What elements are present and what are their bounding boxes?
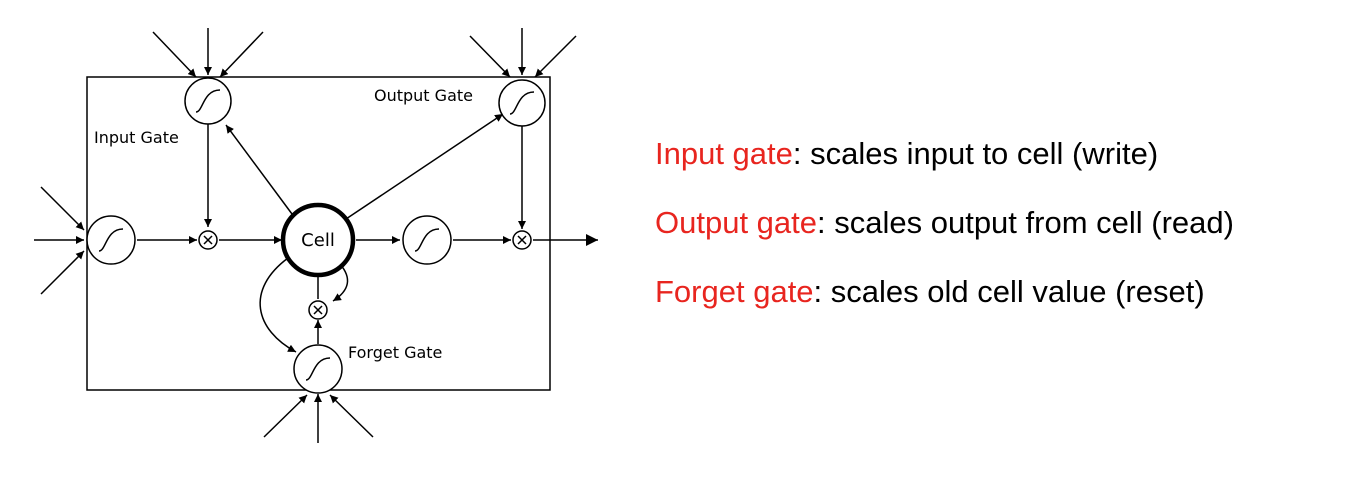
legend-item-input-gate: Input gate: scales input to cell (write) bbox=[655, 138, 1234, 169]
output-gate-label: Output Gate bbox=[374, 86, 473, 105]
sigmoid-icon bbox=[195, 89, 221, 113]
gate-legend: Input gate: scales input to cell (write)… bbox=[655, 138, 1234, 345]
sigmoid-icon bbox=[305, 357, 331, 381]
legend-description: : scales input to cell (write) bbox=[792, 136, 1159, 171]
lstm-diagram: Cell Input Gate Output Gate Forget Gate bbox=[34, 28, 598, 443]
cell-label: Cell bbox=[301, 230, 335, 251]
legend-term: Forget gate bbox=[655, 274, 814, 309]
cell-input-squash-unit bbox=[86, 215, 136, 265]
legend-term: Output gate bbox=[655, 205, 818, 240]
input-gate-incoming-arrows bbox=[152, 28, 264, 78]
cell-output-squash-unit bbox=[402, 215, 452, 265]
cell-input-incoming-arrows bbox=[34, 186, 85, 295]
forget-gate-incoming-arrows bbox=[263, 394, 374, 443]
output-gate-incoming-arrows bbox=[469, 28, 577, 78]
input-multiplier bbox=[198, 230, 218, 250]
legend-description: : scales output from cell (read) bbox=[817, 205, 1234, 240]
input-gate-label: Input Gate bbox=[94, 128, 179, 147]
internal-connections bbox=[137, 113, 598, 353]
input-gate-unit bbox=[184, 77, 232, 125]
output-multiplier bbox=[512, 230, 532, 250]
legend-term: Input gate bbox=[655, 136, 793, 171]
multiply-icon bbox=[517, 235, 527, 245]
output-gate-unit bbox=[498, 79, 546, 127]
sigmoid-icon bbox=[509, 91, 535, 115]
forget-multiplier bbox=[308, 300, 328, 320]
cell-unit: Cell bbox=[280, 202, 356, 278]
multiply-icon bbox=[203, 235, 213, 245]
legend-item-forget-gate: Forget gate: scales old cell value (rese… bbox=[655, 276, 1234, 307]
forget-gate-unit bbox=[293, 344, 343, 394]
sigmoid-icon bbox=[98, 228, 124, 252]
multiply-icon bbox=[313, 305, 323, 315]
forget-gate-label: Forget Gate bbox=[348, 343, 442, 362]
legend-item-output-gate: Output gate: scales output from cell (re… bbox=[655, 207, 1234, 238]
legend-description: : scales old cell value (reset) bbox=[813, 274, 1205, 309]
sigmoid-icon bbox=[414, 228, 440, 252]
